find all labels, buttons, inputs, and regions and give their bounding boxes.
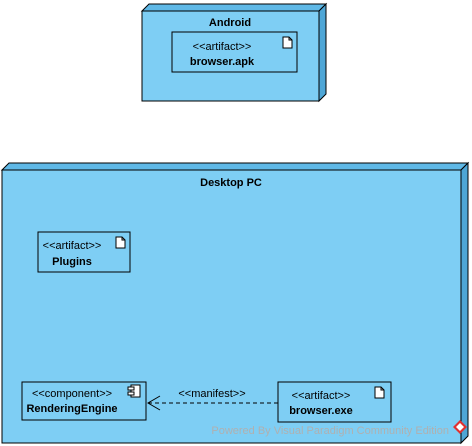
artifact-name: browser.apk — [190, 56, 255, 68]
component-icon — [127, 384, 141, 398]
component-name: RenderingEngine — [26, 403, 117, 415]
artifact-stereotype: <<artifact>> — [193, 41, 252, 53]
watermark: Powered By Visual Paradigm Community Edi… — [211, 420, 467, 437]
artifact-icon — [374, 386, 385, 399]
watermark-text: Powered By Visual Paradigm Community Edi… — [211, 425, 449, 437]
android-node-side — [318, 2, 327, 103]
visual-paradigm-logo-icon — [453, 420, 467, 434]
component-box — [21, 381, 147, 421]
component-stereotype: <<component>> — [32, 388, 112, 400]
artifact-name: browser.exe — [289, 405, 353, 417]
android-node-title: Android — [209, 17, 251, 29]
android-node-top — [140, 3, 328, 12]
desktop-node-top — [0, 162, 470, 171]
desktop-node-title: Desktop PC — [200, 177, 262, 189]
artifact-browser-exe[interactable]: <<artifact>> browser.exe — [277, 381, 392, 423]
artifact-name: Plugins — [52, 256, 92, 268]
artifact-browser-apk[interactable]: <<artifact>> browser.apk — [171, 31, 298, 73]
artifact-box — [171, 31, 298, 73]
artifact-stereotype: <<artifact>> — [43, 240, 102, 252]
artifact-icon — [282, 36, 293, 49]
artifact-plugins[interactable]: <<artifact>> Plugins — [37, 231, 131, 273]
artifact-icon — [115, 236, 126, 249]
component-rendering-engine[interactable]: <<component>> RenderingEngine — [21, 381, 147, 421]
desktop-node-side — [460, 161, 469, 445]
artifact-box — [37, 231, 131, 273]
dependency-arrowhead — [147, 395, 161, 411]
dependency-label: <<manifest>> — [178, 388, 245, 400]
manifest-dependency[interactable]: <<manifest>> — [147, 388, 278, 411]
artifact-box — [277, 381, 392, 423]
artifact-stereotype: <<artifact>> — [292, 390, 351, 402]
